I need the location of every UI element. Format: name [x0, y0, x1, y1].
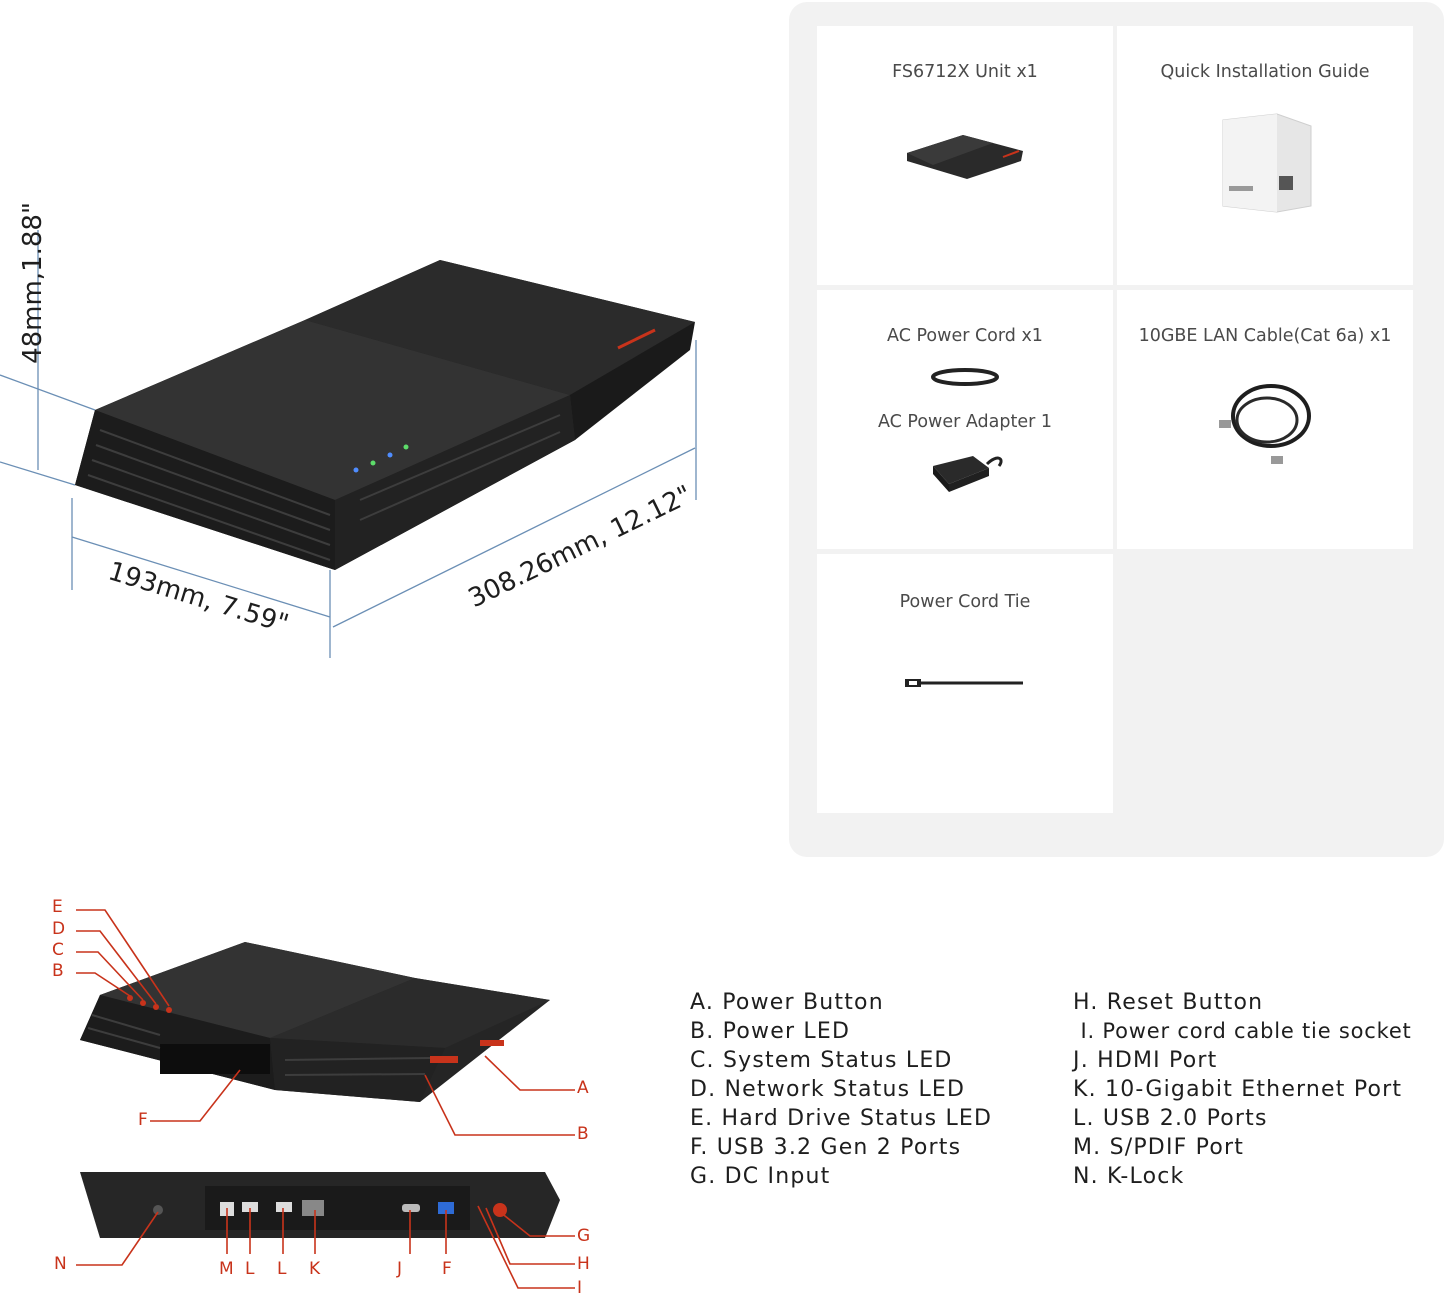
box-item-cable-tie: Power Cord Tie — [817, 554, 1113, 813]
legend-item: K. 10-Gigabit Ethernet Port — [1073, 1077, 1403, 1102]
box-item-label: AC Power Cord x1 — [887, 326, 1043, 346]
legend-item: E. Hard Drive Status LED — [690, 1106, 993, 1131]
legend-item: L. USB 2.0 Ports — [1073, 1106, 1268, 1131]
callout-front-a: A — [577, 1078, 589, 1098]
callout-front-c: C — [52, 940, 64, 960]
callout-front-b2: B — [577, 1124, 589, 1144]
power-adapter-icon — [933, 456, 1003, 492]
cable-tie-icon — [905, 679, 1023, 687]
nas-unit-icon — [907, 135, 1023, 179]
callout-rear-n: N — [54, 1254, 67, 1274]
box-item-unit: FS6712X Unit x1 — [817, 26, 1113, 285]
callout-rear-m: M — [219, 1259, 234, 1279]
callout-rear-f: F — [442, 1259, 452, 1279]
rear-leader-lines — [76, 1205, 575, 1289]
box-contents-panel: FS6712X Unit x1 Quick Installation Guide… — [789, 2, 1444, 857]
legend-item: F. USB 3.2 Gen 2 Ports — [690, 1135, 962, 1160]
height-dimension-label: 48mm,1.88" — [17, 202, 48, 364]
front-leader-lines — [76, 909, 575, 1136]
legend-item: D. Network Status LED — [690, 1077, 966, 1102]
guide-booklet-icon — [1222, 113, 1312, 213]
nas-body — [75, 260, 695, 570]
box-item-guide: Quick Installation Guide — [1117, 26, 1413, 285]
legend-right-column: H. Reset Button I. Power cord cable tie … — [1073, 988, 1412, 1191]
callout-rear-l1: L — [245, 1259, 255, 1279]
box-item-label: Quick Installation Guide — [1160, 62, 1370, 82]
legend-item: J. HDMI Port — [1073, 1048, 1218, 1073]
box-item-label: 10GBE LAN Cable(Cat 6a) x1 — [1138, 326, 1392, 346]
dimension-guides — [0, 230, 697, 658]
lan-cable-icon — [1219, 384, 1311, 464]
box-item-sublabel: AC Power Adapter 1 — [877, 412, 1053, 432]
callout-front-b: B — [52, 961, 64, 981]
legend-left-column: A. Power Button B. Power LED C. System S… — [690, 988, 992, 1191]
legend-item: H. Reset Button — [1073, 990, 1264, 1015]
front-view-device — [80, 942, 550, 1102]
box-item-label: Power Cord Tie — [899, 592, 1031, 612]
legend-item: N. K-Lock — [1073, 1164, 1185, 1189]
callout-rear-h: H — [577, 1254, 590, 1274]
nas-device-illustration — [0, 230, 697, 658]
legend-item: C. System Status LED — [690, 1048, 953, 1073]
legend-item: M. S/PDIF Port — [1073, 1135, 1245, 1160]
legend-item: I. Power cord cable tie socket — [1073, 1019, 1412, 1043]
callout-rear-j: J — [397, 1259, 403, 1279]
callout-front-e: E — [52, 897, 63, 917]
callout-rear-k: K — [309, 1259, 321, 1279]
legend-item: G. DC Input — [690, 1164, 831, 1189]
callout-front-d: D — [52, 919, 66, 939]
callout-front-f: F — [138, 1110, 148, 1130]
callout-rear-l2: L — [277, 1259, 287, 1279]
callout-rear-g: G — [577, 1226, 591, 1246]
box-item-label: FS6712X Unit x1 — [892, 62, 1038, 82]
ports-figure: E D C B A B F N M L L K J F G H I — [40, 890, 660, 1298]
callout-rear-i: I — [577, 1278, 583, 1298]
legend-item: A. Power Button — [690, 990, 884, 1015]
box-item-power: AC Power Cord x1 AC Power Adapter 1 — [817, 290, 1113, 549]
power-cord-icon — [931, 368, 999, 386]
box-item-lan-cable: 10GBE LAN Cable(Cat 6a) x1 — [1117, 290, 1413, 549]
dimensions-figure: 48mm,1.88" 193mm, 7.59" 308.26mm, 12.12" — [0, 200, 720, 670]
legend-item: B. Power LED — [690, 1019, 851, 1044]
nas-ports-illustration — [76, 909, 575, 1289]
